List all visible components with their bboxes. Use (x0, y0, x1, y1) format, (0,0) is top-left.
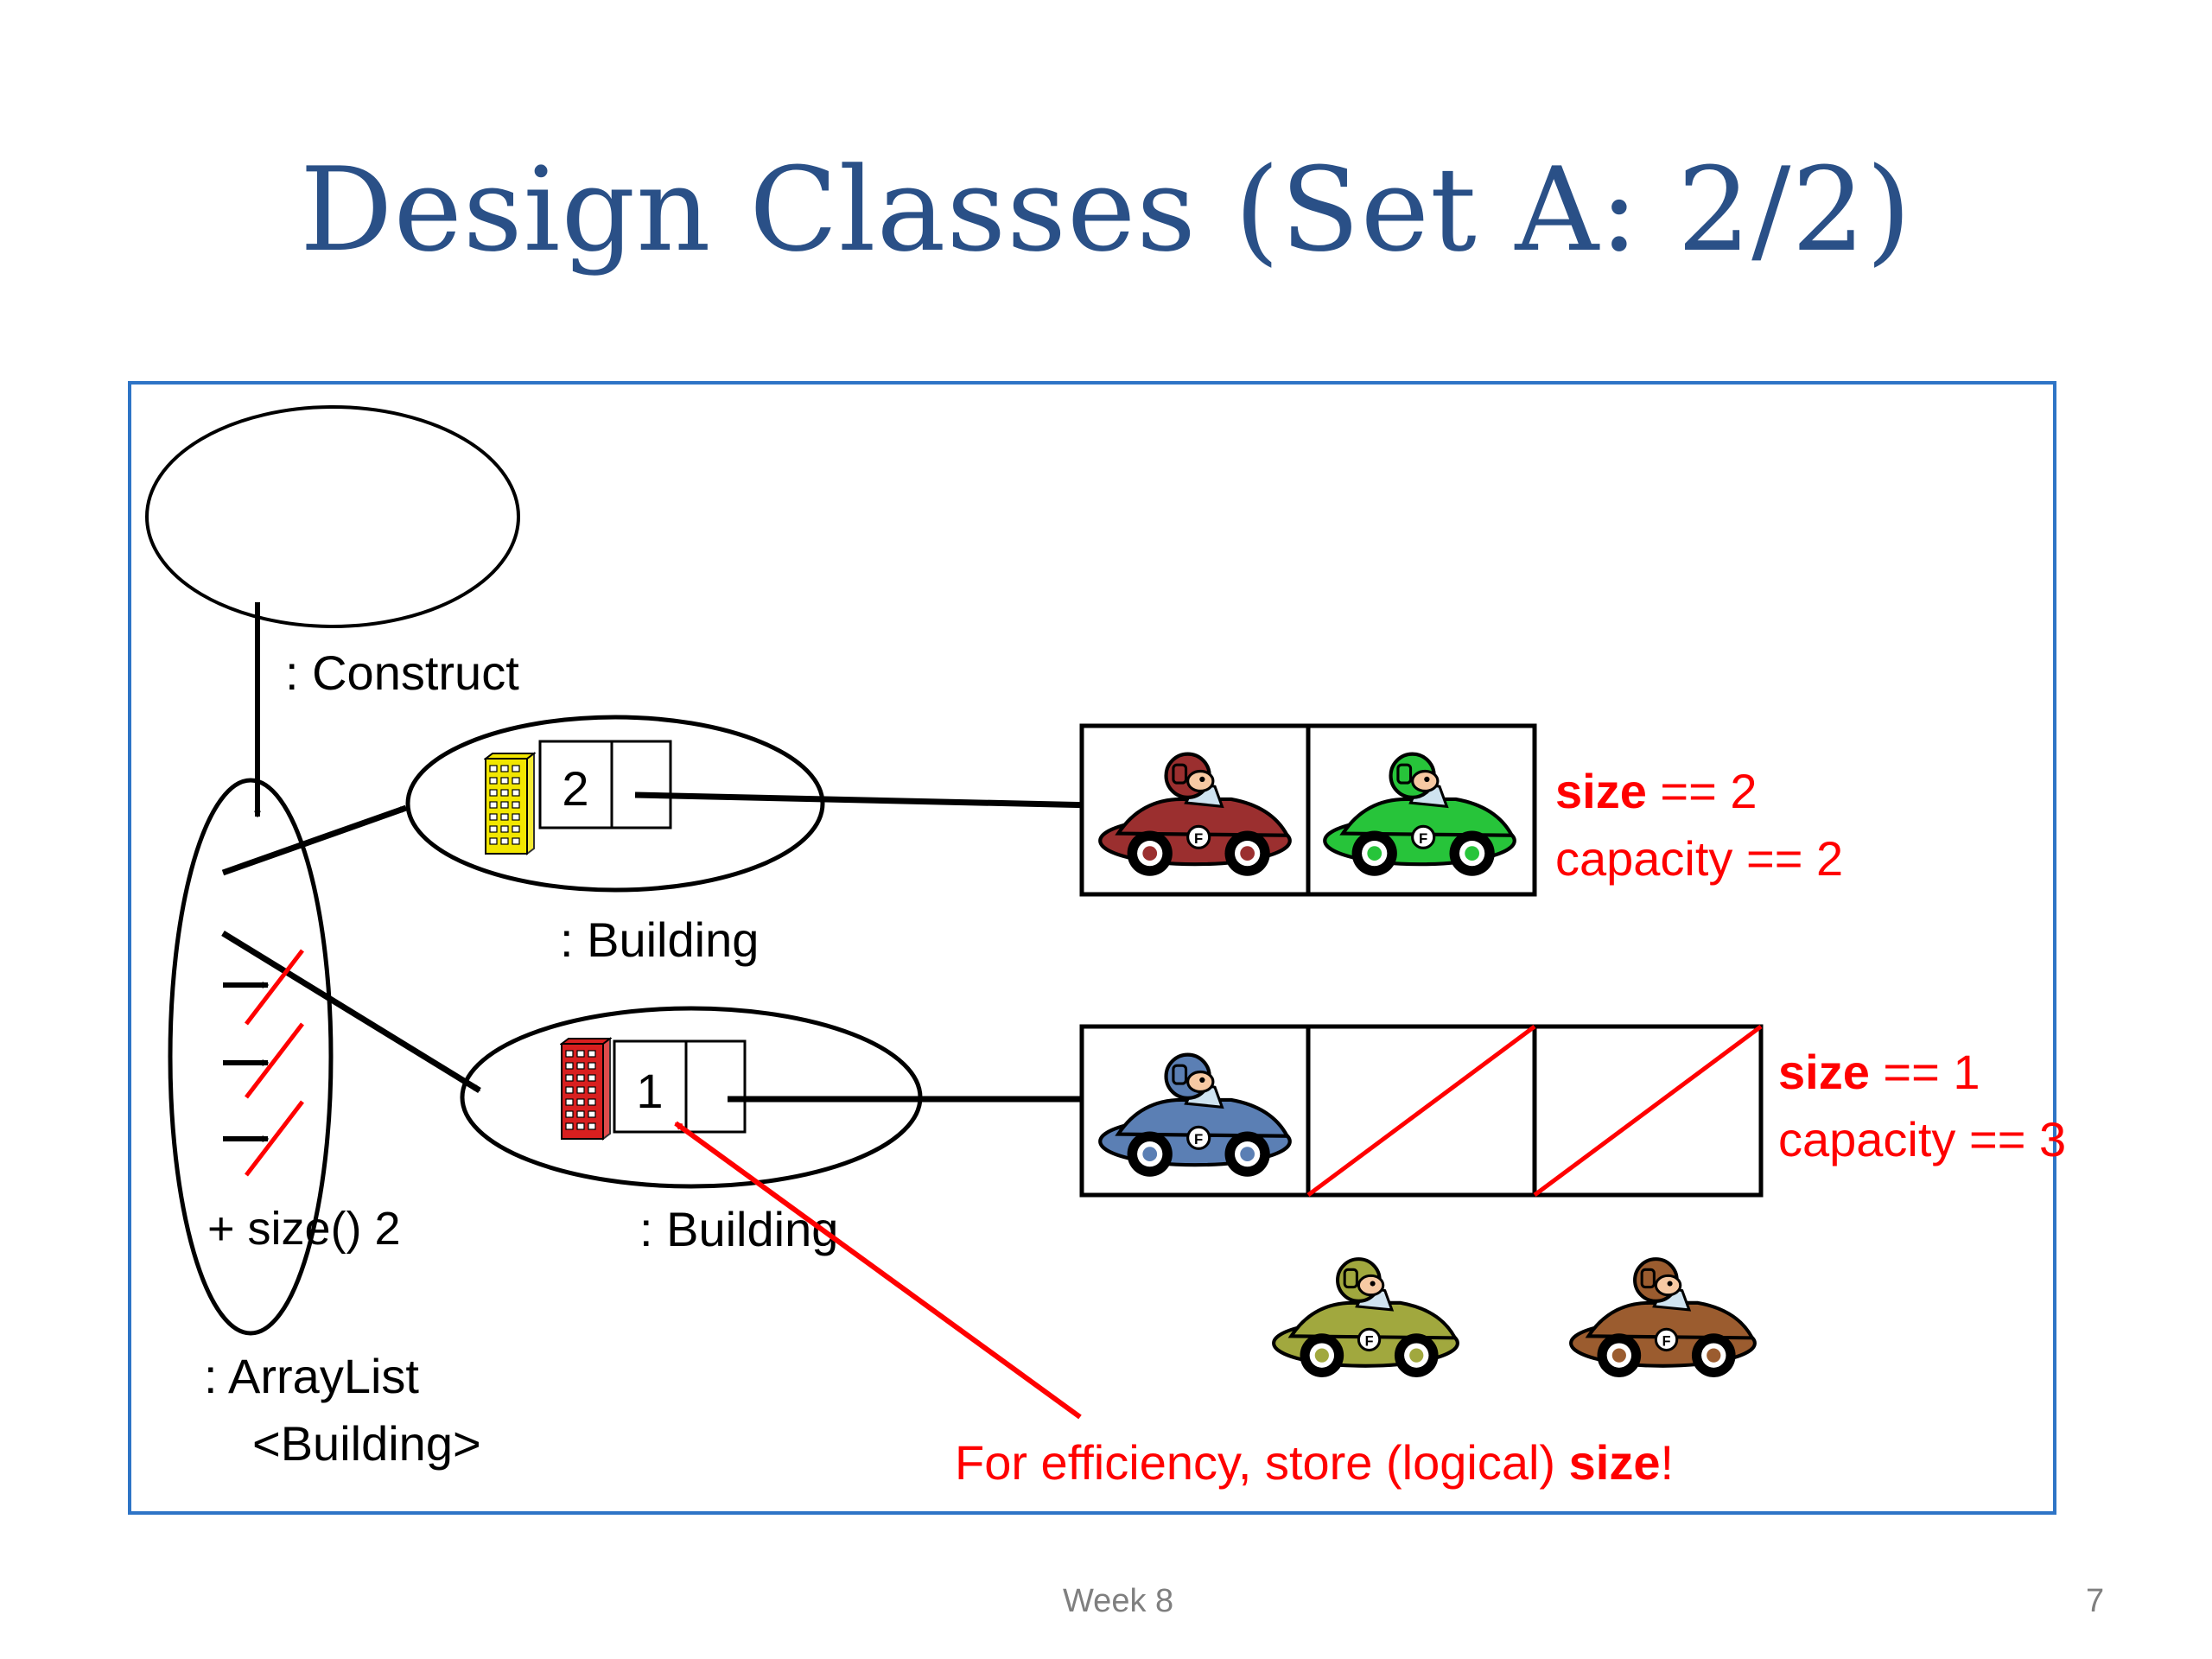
diagram-frame (128, 381, 2056, 1515)
size-note-arrow (674, 1121, 1082, 1420)
building-icon-red (560, 1037, 612, 1141)
building-bottom-count: 1 (636, 1064, 663, 1118)
removed-slot-arrows (223, 949, 304, 1177)
building-bottom-count-cell (613, 1039, 688, 1134)
olive-car (1274, 1259, 1458, 1377)
building-top-count: 2 (562, 761, 588, 816)
slide-title: Design Classes (Set A: 2/2) (300, 143, 1912, 277)
footer-week: Week 8 (1063, 1583, 1174, 1619)
construct-label: : Construct (285, 645, 519, 700)
brown-car (1571, 1259, 1755, 1377)
top-capacity-annotation: capacity == 2 (1555, 831, 1843, 886)
building-icon-yellow (485, 753, 535, 855)
arraylist-type-label: <Building> (252, 1416, 481, 1471)
arraylist-to-building-top-arrow (221, 804, 406, 876)
bottom-size-annotation: size == 1 (1778, 1045, 1980, 1099)
efficiency-note: For efficiency, store (logical) size! (955, 1435, 1674, 1490)
building-top-ref-cell (610, 740, 672, 830)
building-object-top (405, 715, 825, 893)
building-top-label: : Building (560, 912, 759, 967)
arraylist-object (168, 778, 334, 1336)
arraylist-label: : ArrayList (204, 1349, 419, 1403)
arraylist-to-building-bottom-arrow (221, 931, 481, 1093)
building-bottom-ref-cell (684, 1039, 747, 1134)
building-top-to-array-arrow (634, 791, 1096, 805)
top-size-annotation: size == 2 (1555, 764, 1758, 818)
page-number: 7 (2086, 1583, 2105, 1619)
building-bottom-label: : Building (639, 1202, 838, 1256)
construct-object (145, 405, 520, 628)
size-method-label: + size() 2 (207, 1203, 401, 1255)
bottom-capacity-annotation: capacity == 3 (1778, 1112, 2066, 1166)
